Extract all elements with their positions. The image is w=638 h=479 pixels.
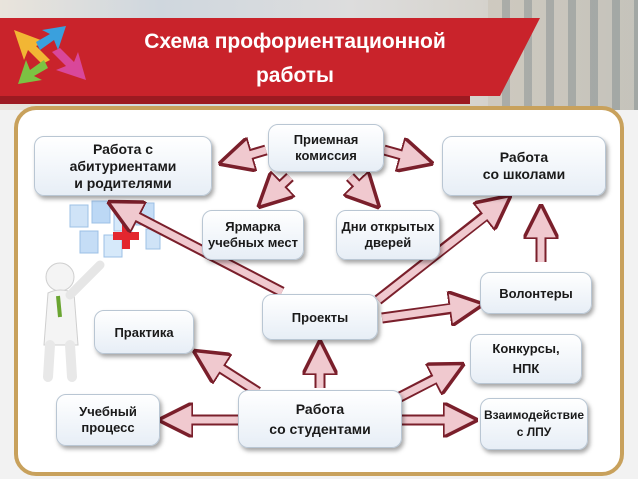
node-priemnaya-line-2: комиссия: [295, 148, 357, 163]
node-studenty-line-1: Работа: [295, 401, 345, 417]
node-volontery-label: Волонтеры: [499, 285, 573, 301]
node-priemnaya: Приемная комиссия: [268, 124, 384, 172]
node-studenty: Работа со студентами: [238, 390, 402, 448]
title-line-2: работы: [255, 64, 334, 87]
node-konkursy: Конкурсы, НПК: [470, 334, 582, 384]
node-praktika: Практика: [94, 310, 194, 354]
node-shkoly-line-1: Работа: [499, 149, 549, 165]
page-title: Схема профориентационной работы: [100, 25, 490, 93]
node-uchebny: Учебный процесс: [56, 394, 160, 446]
node-uchebny-line-1: Учебный: [79, 404, 137, 419]
node-shkoly: Работа со школами: [442, 136, 606, 196]
node-konkursy-line-2: НПК: [512, 361, 540, 376]
person-figure-icon: [43, 200, 161, 382]
node-praktika-label: Практика: [114, 324, 174, 340]
node-uchebny-line-2: процесс: [81, 420, 135, 435]
arrows-logo-icon: [14, 26, 86, 84]
title-line-1: Схема профориентационной: [144, 30, 446, 53]
node-yarmarka-line-2: учебных мест: [208, 235, 298, 250]
title-banner-shadow: [0, 96, 470, 104]
node-abiturienty-line-1: Работа с: [92, 140, 154, 157]
node-volontery: Волонтеры: [480, 272, 592, 314]
node-priemnaya-line-1: Приемная: [293, 132, 359, 147]
node-abiturienty: Работа с абитуриентами и родителями: [34, 136, 212, 196]
node-dni: Дни открытых дверей: [336, 210, 440, 260]
node-lpu: Взаимодействие с ЛПУ: [480, 398, 588, 450]
node-abiturienty-line-2: абитуриентами: [69, 157, 177, 174]
node-yarmarka-line-1: Ярмарка: [225, 219, 281, 234]
node-dni-line-1: Дни открытых: [341, 219, 435, 234]
node-lpu-line-1: Взаимодействие: [483, 408, 585, 422]
node-lpu-line-2: с ЛПУ: [516, 425, 552, 439]
node-proekty-label: Проекты: [291, 309, 349, 325]
node-yarmarka: Ярмарка учебных мест: [202, 210, 304, 260]
node-abiturienty-line-3: и родителями: [74, 174, 172, 191]
node-konkursy-line-1: Конкурсы,: [492, 341, 560, 356]
node-shkoly-line-2: со школами: [482, 166, 566, 182]
title-banner: [0, 18, 540, 96]
node-proekty: Проекты: [262, 294, 378, 340]
node-dni-line-2: дверей: [364, 235, 412, 250]
node-studenty-line-2: со студентами: [269, 421, 371, 437]
